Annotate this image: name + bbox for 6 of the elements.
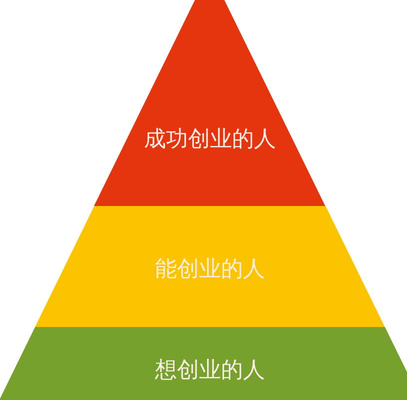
tier-label: 能创业的人: [154, 257, 265, 283]
tier-label: 成功创业的人: [144, 127, 276, 153]
tier-label: 想创业的人: [155, 358, 265, 384]
pyramid-tier: [35, 206, 385, 327]
pyramid-tier: [0, 327, 407, 400]
pyramid-tier: [94, 0, 326, 206]
